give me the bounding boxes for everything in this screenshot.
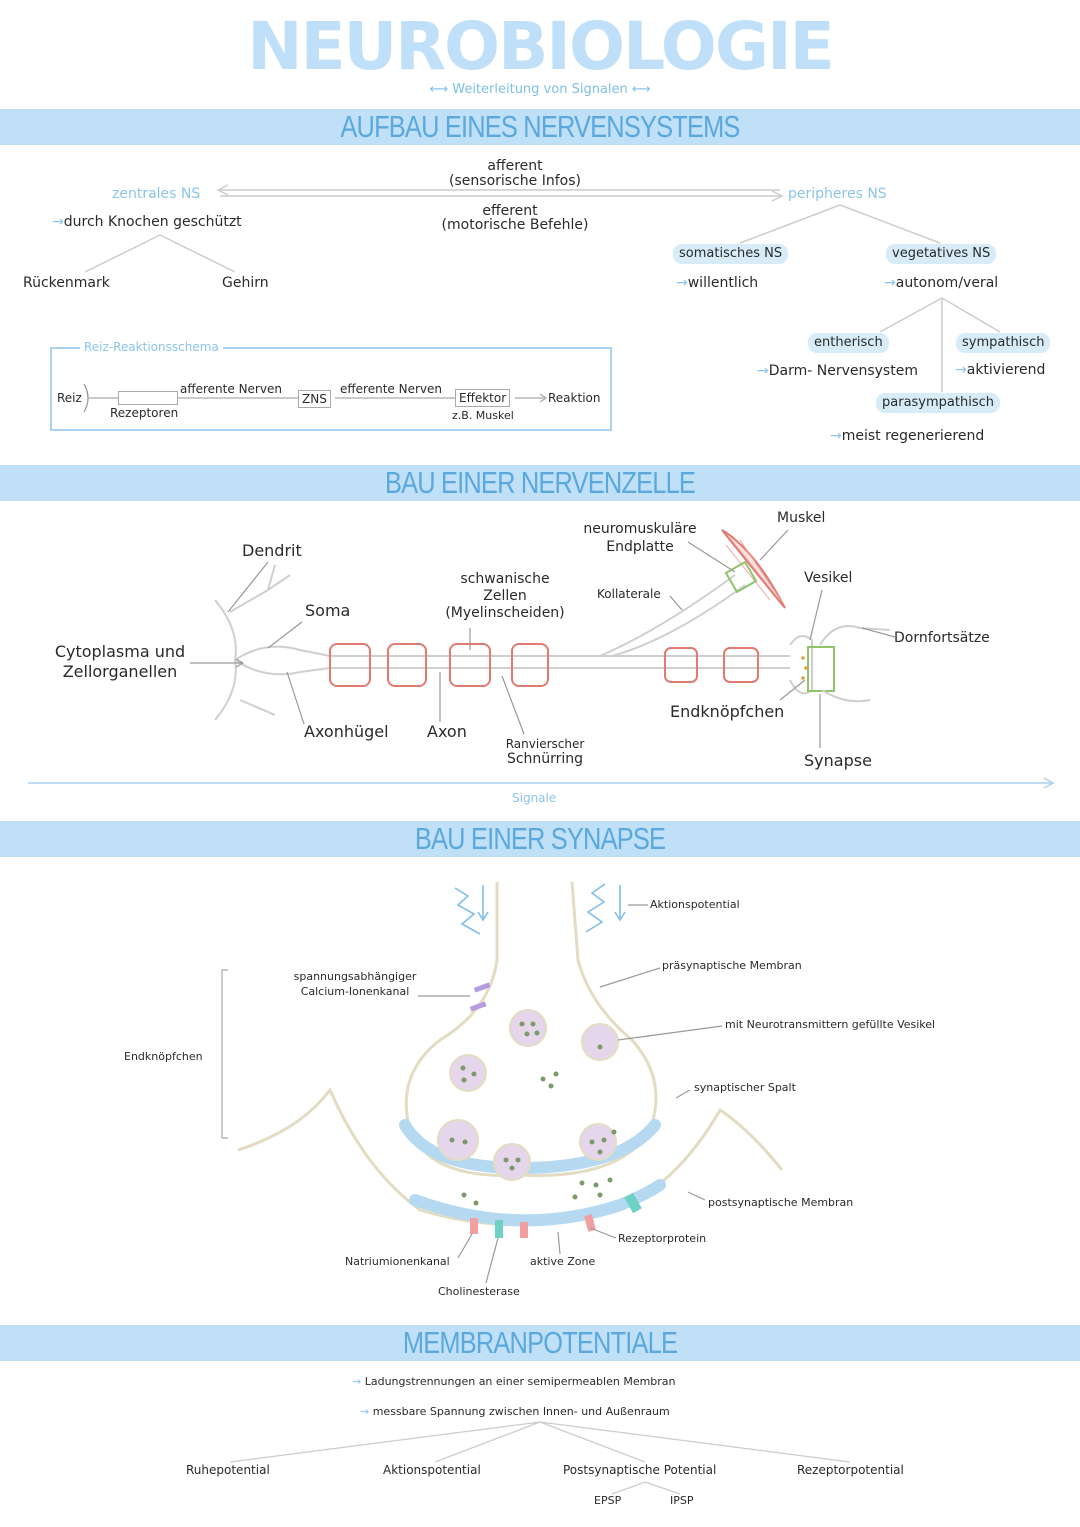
zentrales-ns-note-text: durch Knochen geschützt [63,214,242,230]
schwann-label-2: Zellen [483,588,527,604]
section-banner-nervenzelle: BAU EINER NERVENZELLE [0,465,1080,501]
endknoepfchen-synapse-label: Endknöpfchen [124,1050,203,1063]
reiz-reaktions-box [50,347,612,431]
effektor-note: z.B. Muskel [452,409,514,422]
epsp-label: EPSP [594,1494,622,1507]
membran-point-1: ⇝ Ladungstrennungen an einer semipermeab… [352,1375,676,1388]
membran-point-1-text: Ladungstrennungen an einer semipermeable… [364,1375,676,1388]
aktionspotential-membran-label: Aktionspotential [383,1463,481,1477]
sympathisch-pill: sympathisch [956,333,1051,353]
vegetativ-note: →autonom/veral [884,275,999,291]
postsynaptische-membran-label: postsynaptische Membran [708,1196,854,1209]
membran-point-2: ⇝ messbare Spannung zwischen Innen- und … [360,1405,670,1418]
membran-point-2-text: messbare Spannung zwischen Innen- und Au… [372,1405,670,1418]
endknoepfchen-label: Endknöpfchen [670,702,785,721]
section-title-membran: MEMBRANPOTENTIALE [402,1325,678,1360]
aufbau-lines [83,184,1001,413]
dornfortsaetze-label: Dornfortsätze [894,630,990,646]
parasympathisch-note: →meist regenerierend [830,428,985,444]
synapse-label: Synapse [804,751,872,770]
reaktion-label: Reaktion [548,391,601,405]
schwann-label-1: schwanische [460,571,550,587]
axon-label: Axon [427,722,467,741]
rezeptoren-box [118,391,178,405]
section-title-synapse: BAU EINER SYNAPSE [414,821,666,856]
cytoplasma-label-2: Zellorganellen [62,662,178,681]
somatisch-note-text: willentlich [687,275,759,291]
vesikel-label: mit Neurotransmittern gefüllte Vesikel [725,1018,936,1031]
somatisch-note: →willentlich [676,275,759,291]
gehirn-label: Gehirn [222,275,269,291]
endplatte-label-1: neuromuskuläre [583,521,697,537]
rezeptoren-label: Rezeptoren [110,406,179,420]
aktionspotential-label: Aktionspotential [650,898,740,911]
sympathisch-note: →aktivierend [955,362,1046,378]
section-banner-aufbau: AUFBAU EINES NERVENSYSTEMS [0,109,1080,145]
efferente-nerven-label: efferente Nerven [340,382,442,396]
aktive-zone-label: aktive Zone [530,1255,596,1268]
signale-label: Signale [512,791,557,805]
subtitle-text: Weiterleitung von Signalen [452,82,628,97]
efferent-note: (motorische Befehle) [441,217,589,233]
rezeptorpotential-label: Rezeptorpotential [797,1463,904,1477]
peripheres-ns-label: peripheres NS [788,186,887,202]
ranvier-label-2: Schnürring [506,751,584,767]
reiz-label: Reiz [57,391,82,405]
cholinesterase-label: Cholinesterase [438,1285,520,1298]
natriumionenkanal-label: Natriumionenkanal [345,1255,450,1268]
dendrit-label: Dendrit [242,541,302,560]
vegetativ-note-text: autonom/veral [895,275,999,291]
efferent-label: efferent [482,203,538,219]
section-banner-synapse: BAU EINER SYNAPSE [0,821,1080,857]
axonhuegel-label: Axonhügel [304,722,389,741]
ruhepotential-label: Ruhepotential [186,1463,270,1477]
praesynaptische-membran-label: präsynaptische Membran [662,959,802,972]
section-title-aufbau: AUFBAU EINES NERVENSYSTEMS [340,109,740,144]
enterisch-note-text: Darm- Nervensystem [768,363,918,379]
schwann-label-3: (Myelinscheiden) [445,605,565,621]
soma-label: Soma [305,601,351,620]
muskel-label: Muskel [777,510,826,526]
enterisch-pill: entherisch [808,333,889,353]
afferent-label: afferent [487,158,543,174]
ipsp-label: IPSP [670,1494,694,1507]
page-subtitle: ⟷ Weiterleitung von Signalen ⟷ [429,82,651,97]
section-title-nervenzelle: BAU EINER NERVENZELLE [384,465,696,500]
zentrales-ns-note: →durch Knochen geschützt [52,214,242,230]
afferente-nerven-label: afferente Nerven [180,382,282,396]
zentrales-ns-label: zentrales NS [112,186,201,202]
cytoplasma-label-1: Cytoplasma und [54,642,186,661]
synapse-drawing [221,881,784,1284]
parasympathisch-pill: parasympathisch [876,393,1000,413]
calcium-kanal-label-1: spannungsabhängiger [293,970,417,983]
vegetatives-ns-pill: vegetatives NS [886,244,997,264]
endplatte-label-2: Endplatte [606,539,674,555]
rezeptorprotein-label: Rezeptorprotein [618,1232,707,1245]
vesikel-label: Vesikel [804,570,853,586]
effektor-box: Effektor [455,389,511,407]
calcium-kanal-label-2: Calcium-Ionenkanal [300,985,410,998]
ranvier-label-1: Ranvierscher [505,737,585,751]
somatisches-ns-pill: somatisches NS [673,244,789,264]
reiz-reaktions-label: Reiz-Reaktionsschema [80,340,223,354]
enterisch-note: →Darm- Nervensystem [757,363,918,379]
parasympathisch-note-text: meist regenerierend [841,428,985,444]
postsynaptisches-potential-label: Postsynaptische Potential [563,1463,717,1477]
rueckenmark-label: Rückenmark [23,275,110,291]
kollaterale-label: Kollaterale [597,587,661,601]
neuron-drawing [28,529,1055,789]
section-banner-membran: MEMBRANPOTENTIALE [0,1325,1080,1361]
synaptischer-spalt-label: synaptischer Spalt [694,1081,796,1094]
zns-box: ZNS [298,390,331,408]
sympathisch-note-text: aktivierend [966,362,1046,378]
page-title: NEUROBIOLOGIE [247,8,834,85]
afferent-note: (sensorische Infos) [449,173,581,189]
